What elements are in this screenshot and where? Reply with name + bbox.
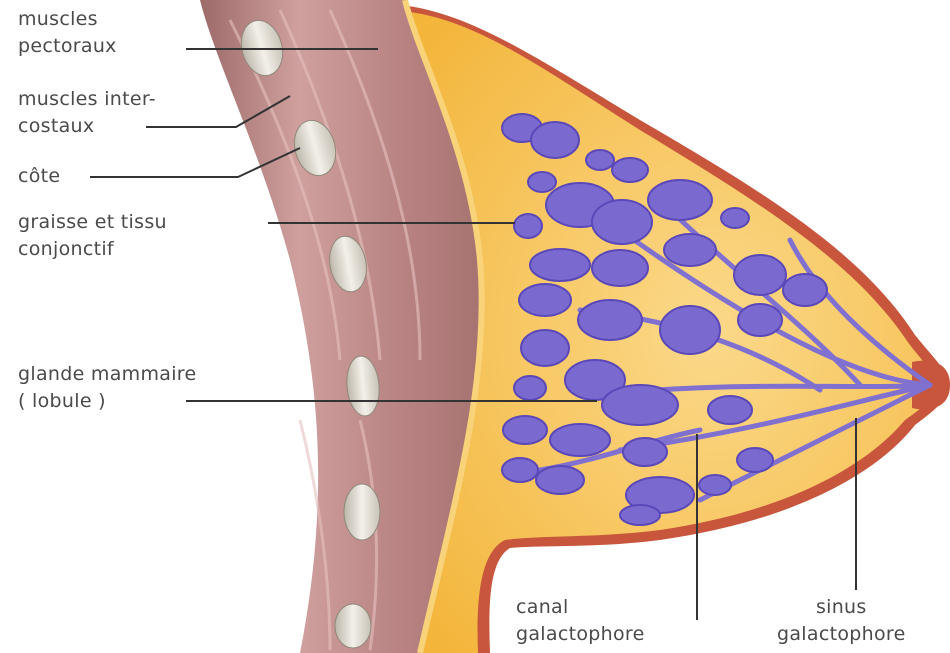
rib-cross-section: [335, 604, 371, 648]
label-pectoral-muscles-line2: pectoraux: [18, 33, 117, 60]
label-intercostal-muscles: muscles inter- costaux: [18, 86, 156, 140]
label-rib: côte: [18, 163, 60, 190]
label-pectoral-muscles: muscles pectoraux: [18, 6, 117, 60]
label-intercostal-muscles-line2: costaux: [18, 113, 156, 140]
label-milk-duct-line1: canal: [516, 594, 645, 621]
label-fat-tissue: graisse et tissu conjonctif: [18, 209, 167, 263]
label-fat-tissue-line2: conjonctif: [18, 236, 167, 263]
label-milk-sinus: sinus galactophore: [777, 594, 906, 648]
label-rib-line1: côte: [18, 163, 60, 190]
label-milk-duct-line2: galactophore: [516, 621, 645, 648]
label-milk-sinus-line1: sinus: [777, 594, 906, 621]
label-milk-duct: canal galactophore: [516, 594, 645, 648]
label-milk-sinus-line2: galactophore: [777, 621, 906, 648]
label-mammary-gland-line1: glande mammaire: [18, 361, 197, 388]
label-fat-tissue-line1: graisse et tissu: [18, 209, 167, 236]
label-pectoral-muscles-line1: muscles: [18, 6, 117, 33]
label-mammary-gland-line2: ( lobule ): [18, 388, 197, 415]
rib-cross-section: [344, 484, 380, 540]
label-intercostal-muscles-line1: muscles inter-: [18, 86, 156, 113]
label-mammary-gland: glande mammaire ( lobule ): [18, 361, 197, 415]
